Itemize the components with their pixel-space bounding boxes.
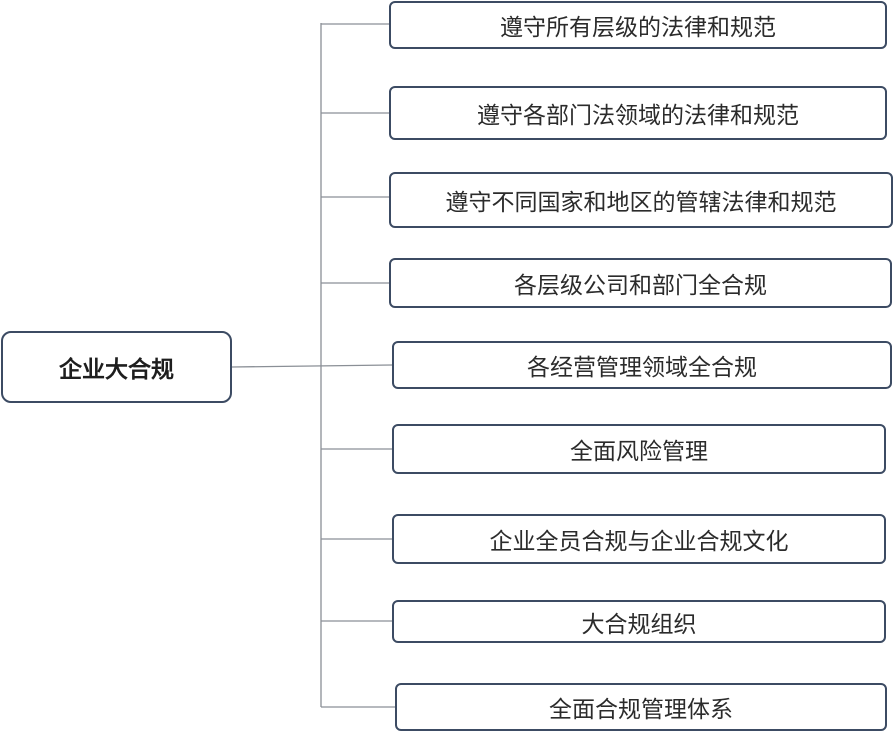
child-node-4: 各层级公司和部门全合规 <box>389 258 892 308</box>
child-node-3: 遵守不同国家和地区的管辖法律和规范 <box>389 172 893 228</box>
child-node-label: 企业全员合规与企业合规文化 <box>489 529 789 555</box>
child-node-label: 全面风险管理 <box>570 439 708 465</box>
child-node-label: 遵守所有层级的法律和规范 <box>500 15 776 41</box>
child-node-2: 遵守各部门法领域的法律和规范 <box>389 86 887 140</box>
child-node-1: 遵守所有层级的法律和规范 <box>389 1 887 49</box>
root-node-label: 企业大合规 <box>59 357 174 383</box>
child-node-5: 各经营管理领域全合规 <box>392 341 892 389</box>
child-node-6: 全面风险管理 <box>392 424 886 474</box>
child-node-label: 遵守各部门法领域的法律和规范 <box>477 103 799 129</box>
root-connector <box>231 364 393 368</box>
child-node-label: 遵守不同国家和地区的管辖法律和规范 <box>445 190 837 216</box>
child-node-8: 大合规组织 <box>392 600 886 643</box>
child-node-label: 全面合规管理体系 <box>549 697 733 723</box>
child-node-label: 大合规组织 <box>581 611 697 638</box>
child-node-label: 各经营管理领域全合规 <box>527 355 757 381</box>
child-node-label: 各层级公司和部门全合规 <box>514 273 767 299</box>
root-node: 企业大合规 <box>1 331 232 403</box>
child-node-9: 全面合规管理体系 <box>395 683 887 731</box>
child-node-7: 企业全员合规与企业合规文化 <box>392 514 886 564</box>
